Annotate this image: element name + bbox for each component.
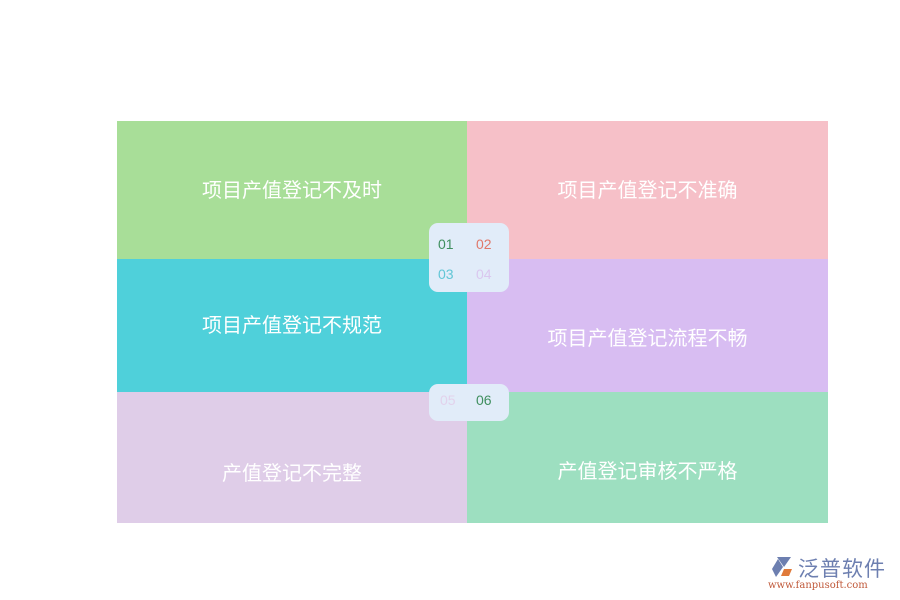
- number-06: 06: [476, 392, 492, 408]
- cell-6: 产值登记审核不严格: [467, 392, 828, 523]
- cell-label: 项目产值登记不及时: [202, 177, 382, 202]
- cell-label: 产值登记审核不严格: [557, 459, 738, 483]
- number-badge-bottom: [429, 384, 509, 421]
- cell-1: 项目产值登记不及时: [117, 121, 467, 259]
- cell-3: 项目产值登记不规范: [117, 259, 467, 392]
- cell-2: 项目产值登记不准确: [467, 121, 828, 259]
- cell-label: 项目产值登记不规范: [202, 313, 382, 337]
- logo-name: 泛普软件: [798, 557, 886, 581]
- cell-label: 产值登记不完整: [222, 461, 362, 485]
- logo-mark-icon: [772, 557, 792, 577]
- logo-url: www.fanpusoft.com: [768, 580, 868, 591]
- cell-5: 产值登记不完整: [117, 392, 467, 523]
- fanpusoft-logo: 泛普软件 www.fanpusoft.com: [768, 553, 893, 593]
- number-04: 04: [476, 266, 492, 282]
- number-badge-top: [429, 223, 509, 292]
- cell-4: 项目产值登记流程不畅: [467, 259, 828, 392]
- number-02: 02: [476, 236, 492, 252]
- cell-label: 项目产值登记不准确: [557, 177, 738, 202]
- cell-label: 项目产值登记流程不畅: [547, 326, 748, 350]
- number-01: 01: [438, 236, 454, 252]
- number-03: 03: [438, 266, 454, 282]
- number-05: 05: [440, 392, 456, 408]
